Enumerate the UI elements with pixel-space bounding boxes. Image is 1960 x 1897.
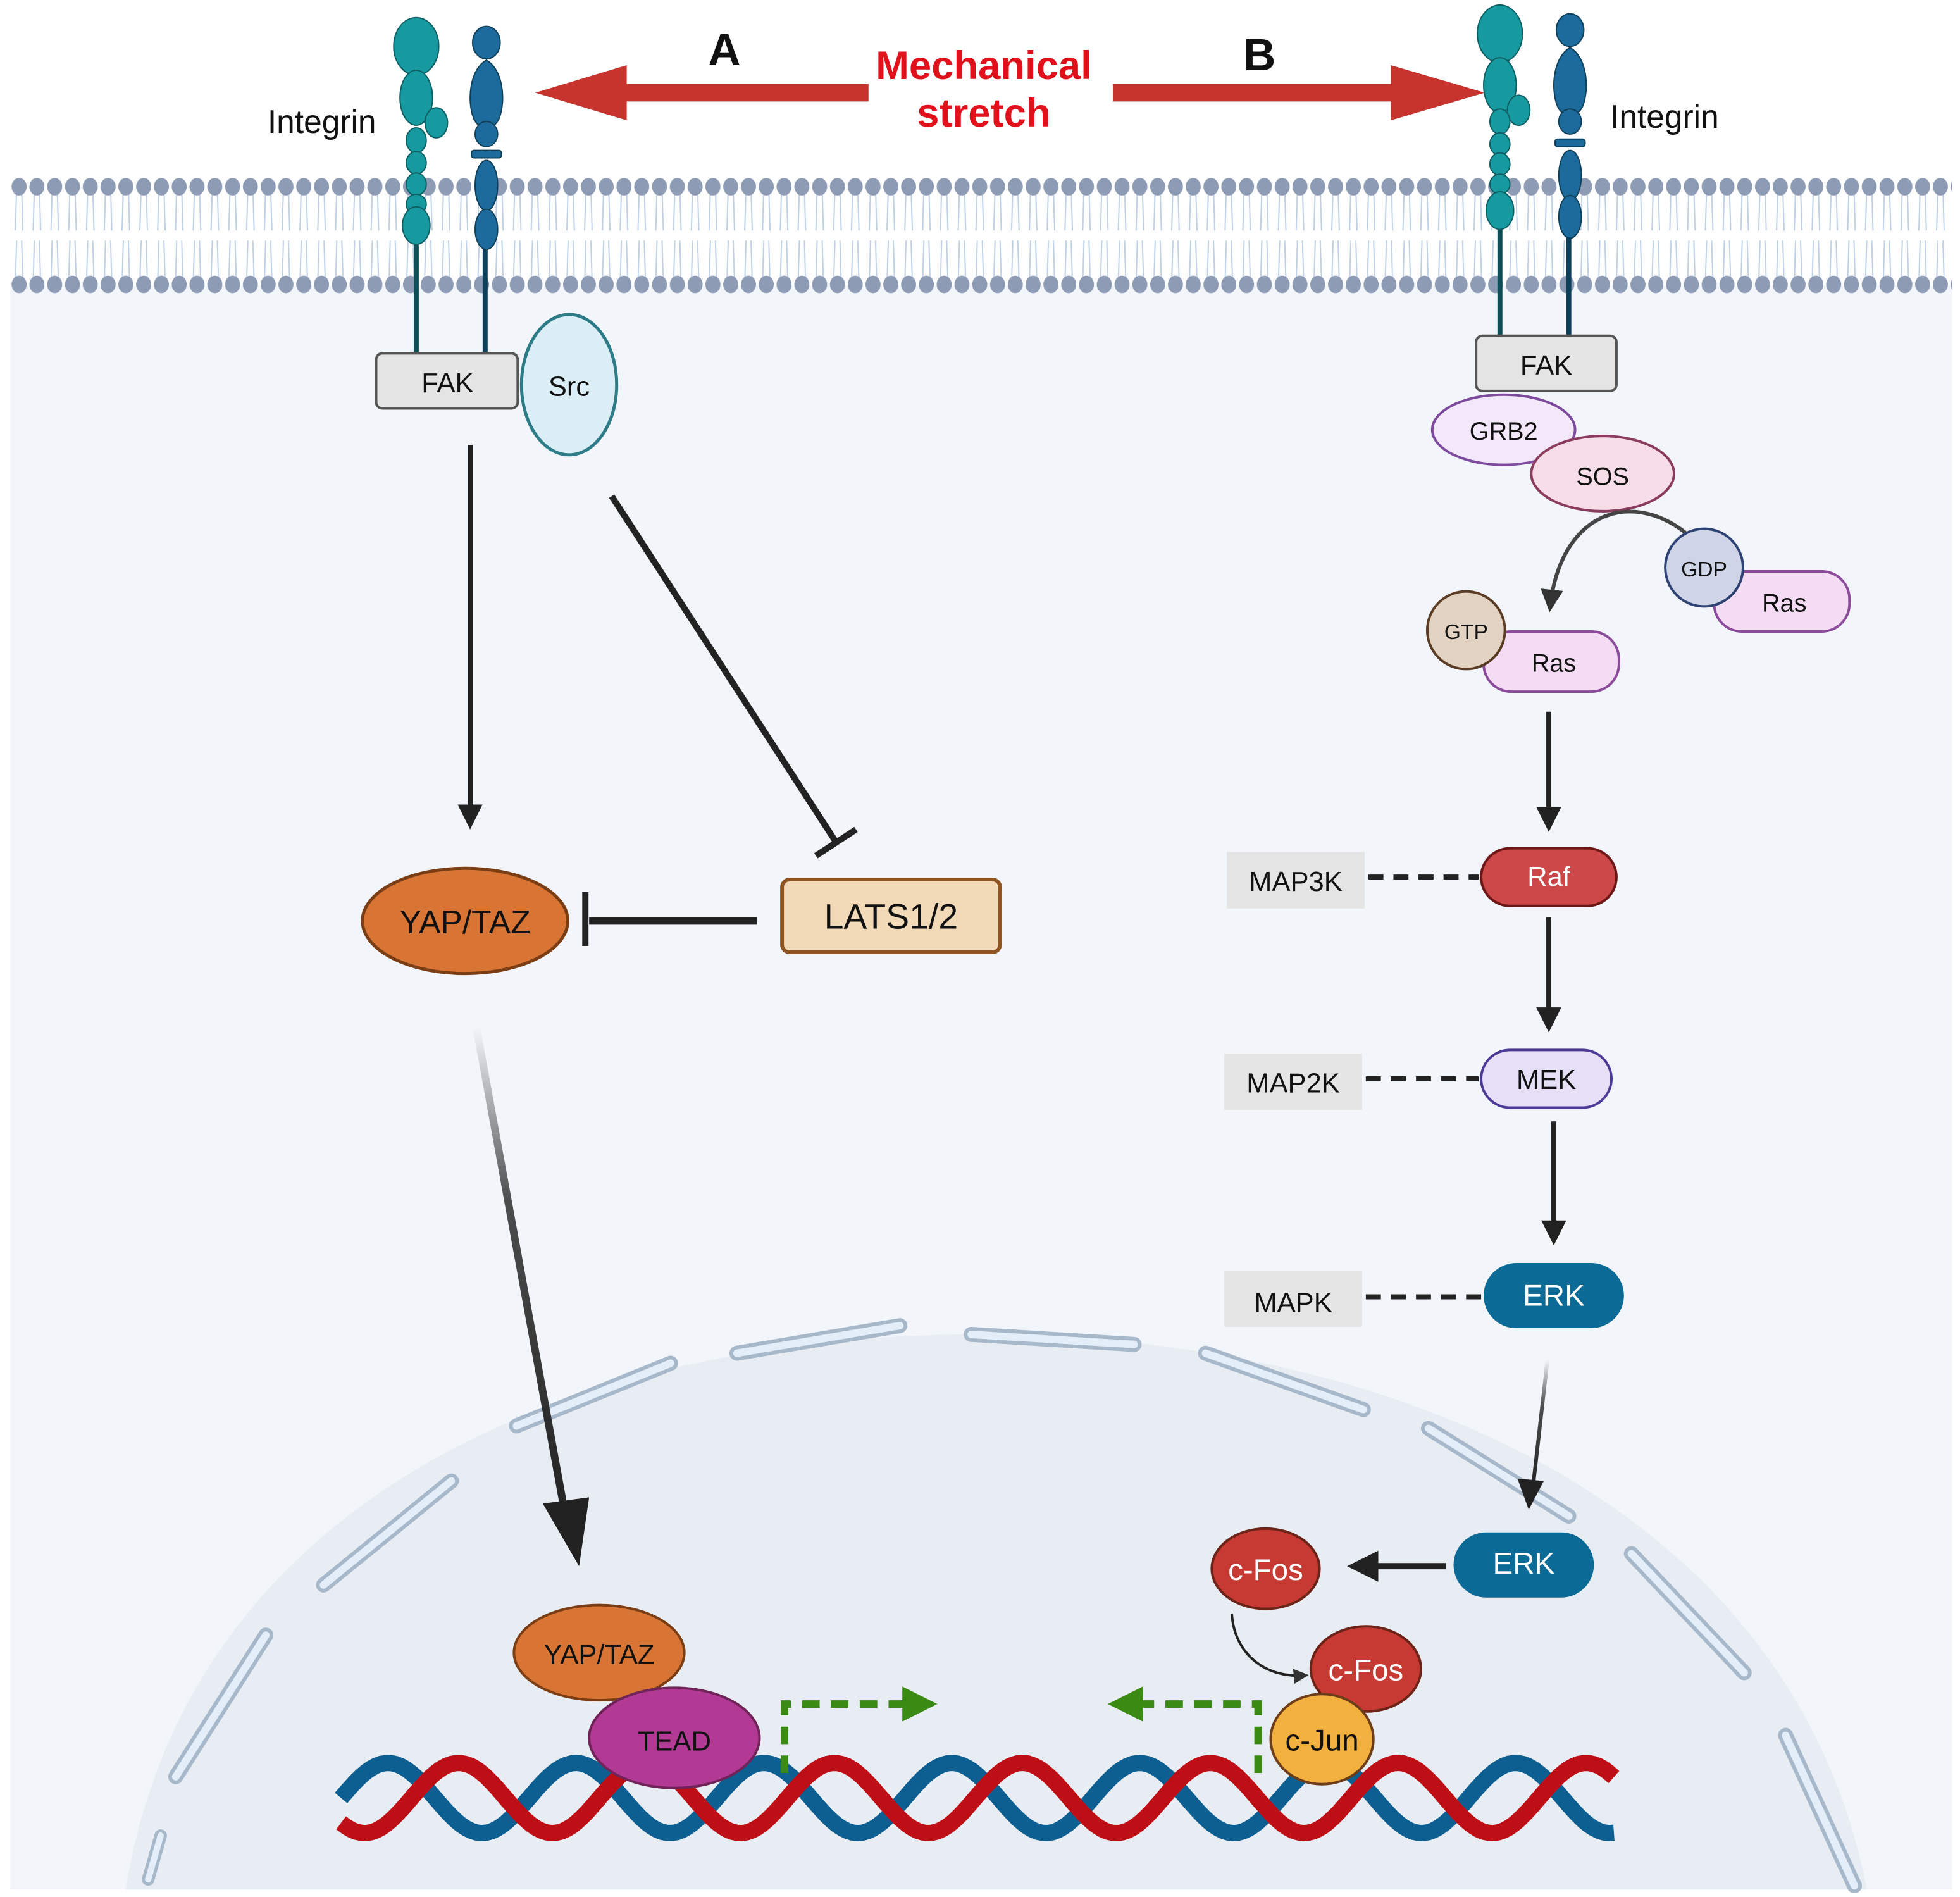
integrin-receptor-b (1477, 4, 1587, 336)
fak-label-b: FAK (1520, 351, 1572, 381)
src-label: Src (549, 372, 590, 402)
inhibition-lats-yap (582, 892, 757, 947)
fak-node-b: FAK (1475, 334, 1618, 392)
src-node: Src (519, 313, 619, 457)
tead-label: TEAD (638, 1726, 711, 1757)
gdp-gtp-exchange-arrow (1541, 509, 1687, 613)
yap-taz-label: YAP/TAZ (400, 904, 531, 940)
cfos-bound-node: c-Fos (1309, 1625, 1423, 1713)
lats-node: LATS1/2 (780, 878, 1002, 954)
ras-gtp-node: Ras GTP (1425, 590, 1620, 693)
raf-label: Raf (1527, 862, 1571, 892)
yap-taz-node: YAP/TAZ (361, 866, 569, 976)
cascade-row-map3k: MAP3K Raf (1227, 847, 1618, 909)
stimulus-arrow-left (535, 65, 869, 121)
stimulus-label-line2: stretch (917, 91, 1050, 135)
transcription-arrow-tead (781, 1686, 938, 1773)
panel-label-b: B (1243, 30, 1275, 80)
cjun-node: c-Jun (1269, 1693, 1375, 1786)
sos-label: SOS (1576, 463, 1629, 490)
gdp-label: GDP (1681, 558, 1727, 582)
dimerization-arrow (1231, 1614, 1309, 1684)
ras-gdp-node: Ras GDP (1664, 527, 1851, 633)
map2k-label: MAP2K (1246, 1069, 1340, 1099)
nuclear-yap-taz-node: YAP/TAZ (512, 1603, 686, 1702)
cjun-label: c-Jun (1285, 1724, 1358, 1757)
grb2-label: GRB2 (1470, 418, 1538, 445)
gtp-label: GTP (1444, 621, 1488, 644)
grb2-node: GRB2 (1430, 393, 1577, 466)
cfos-bound-label: c-Fos (1328, 1653, 1403, 1687)
ras-active-label: Ras (1532, 649, 1576, 677)
panel-label-a: A (708, 25, 740, 75)
nuclear-translocation-arrow-yap (473, 1026, 590, 1567)
nuclear-erk-label: ERK (1493, 1547, 1555, 1581)
cfos-node: c-Fos (1210, 1527, 1321, 1610)
map3k-label: MAP3K (1249, 867, 1343, 897)
ras-inactive-label: Ras (1762, 589, 1806, 617)
tead-node: TEAD (588, 1686, 761, 1789)
fak-label-a: FAK (421, 368, 473, 399)
inhibition-src-lats (609, 494, 858, 859)
stimulus-label-line1: Mechanical (876, 44, 1092, 88)
stimulus-arrow-right (1112, 65, 1486, 121)
integrin-label-b: Integrin (1610, 98, 1719, 135)
nuclear-erk-node: ERK (1453, 1532, 1594, 1598)
cascade-row-map2k: MAP2K MEK (1224, 1048, 1613, 1110)
sos-node: SOS (1530, 435, 1676, 513)
fak-node-a: FAK (375, 352, 519, 410)
lats-label: LATS1/2 (824, 897, 958, 936)
nuclear-yap-taz-label: YAP/TAZ (544, 1640, 655, 1670)
nuclear-envelope (142, 1318, 1863, 1894)
erk-label: ERK (1523, 1279, 1585, 1312)
integrin-receptor-a (393, 16, 504, 354)
nuclear-translocation-arrow-erk (1517, 1359, 1549, 1510)
mapk-label: MAPK (1254, 1288, 1332, 1318)
cascade-row-mapk: MAPK ERK (1224, 1263, 1624, 1328)
mek-label: MEK (1517, 1065, 1576, 1095)
plasma-membrane (10, 175, 1952, 296)
transcription-arrow-ap1 (1107, 1686, 1262, 1773)
cfos-label: c-Fos (1228, 1553, 1303, 1587)
dna-double-helix (335, 1755, 1620, 1841)
integrin-label-a: Integrin (268, 103, 376, 140)
